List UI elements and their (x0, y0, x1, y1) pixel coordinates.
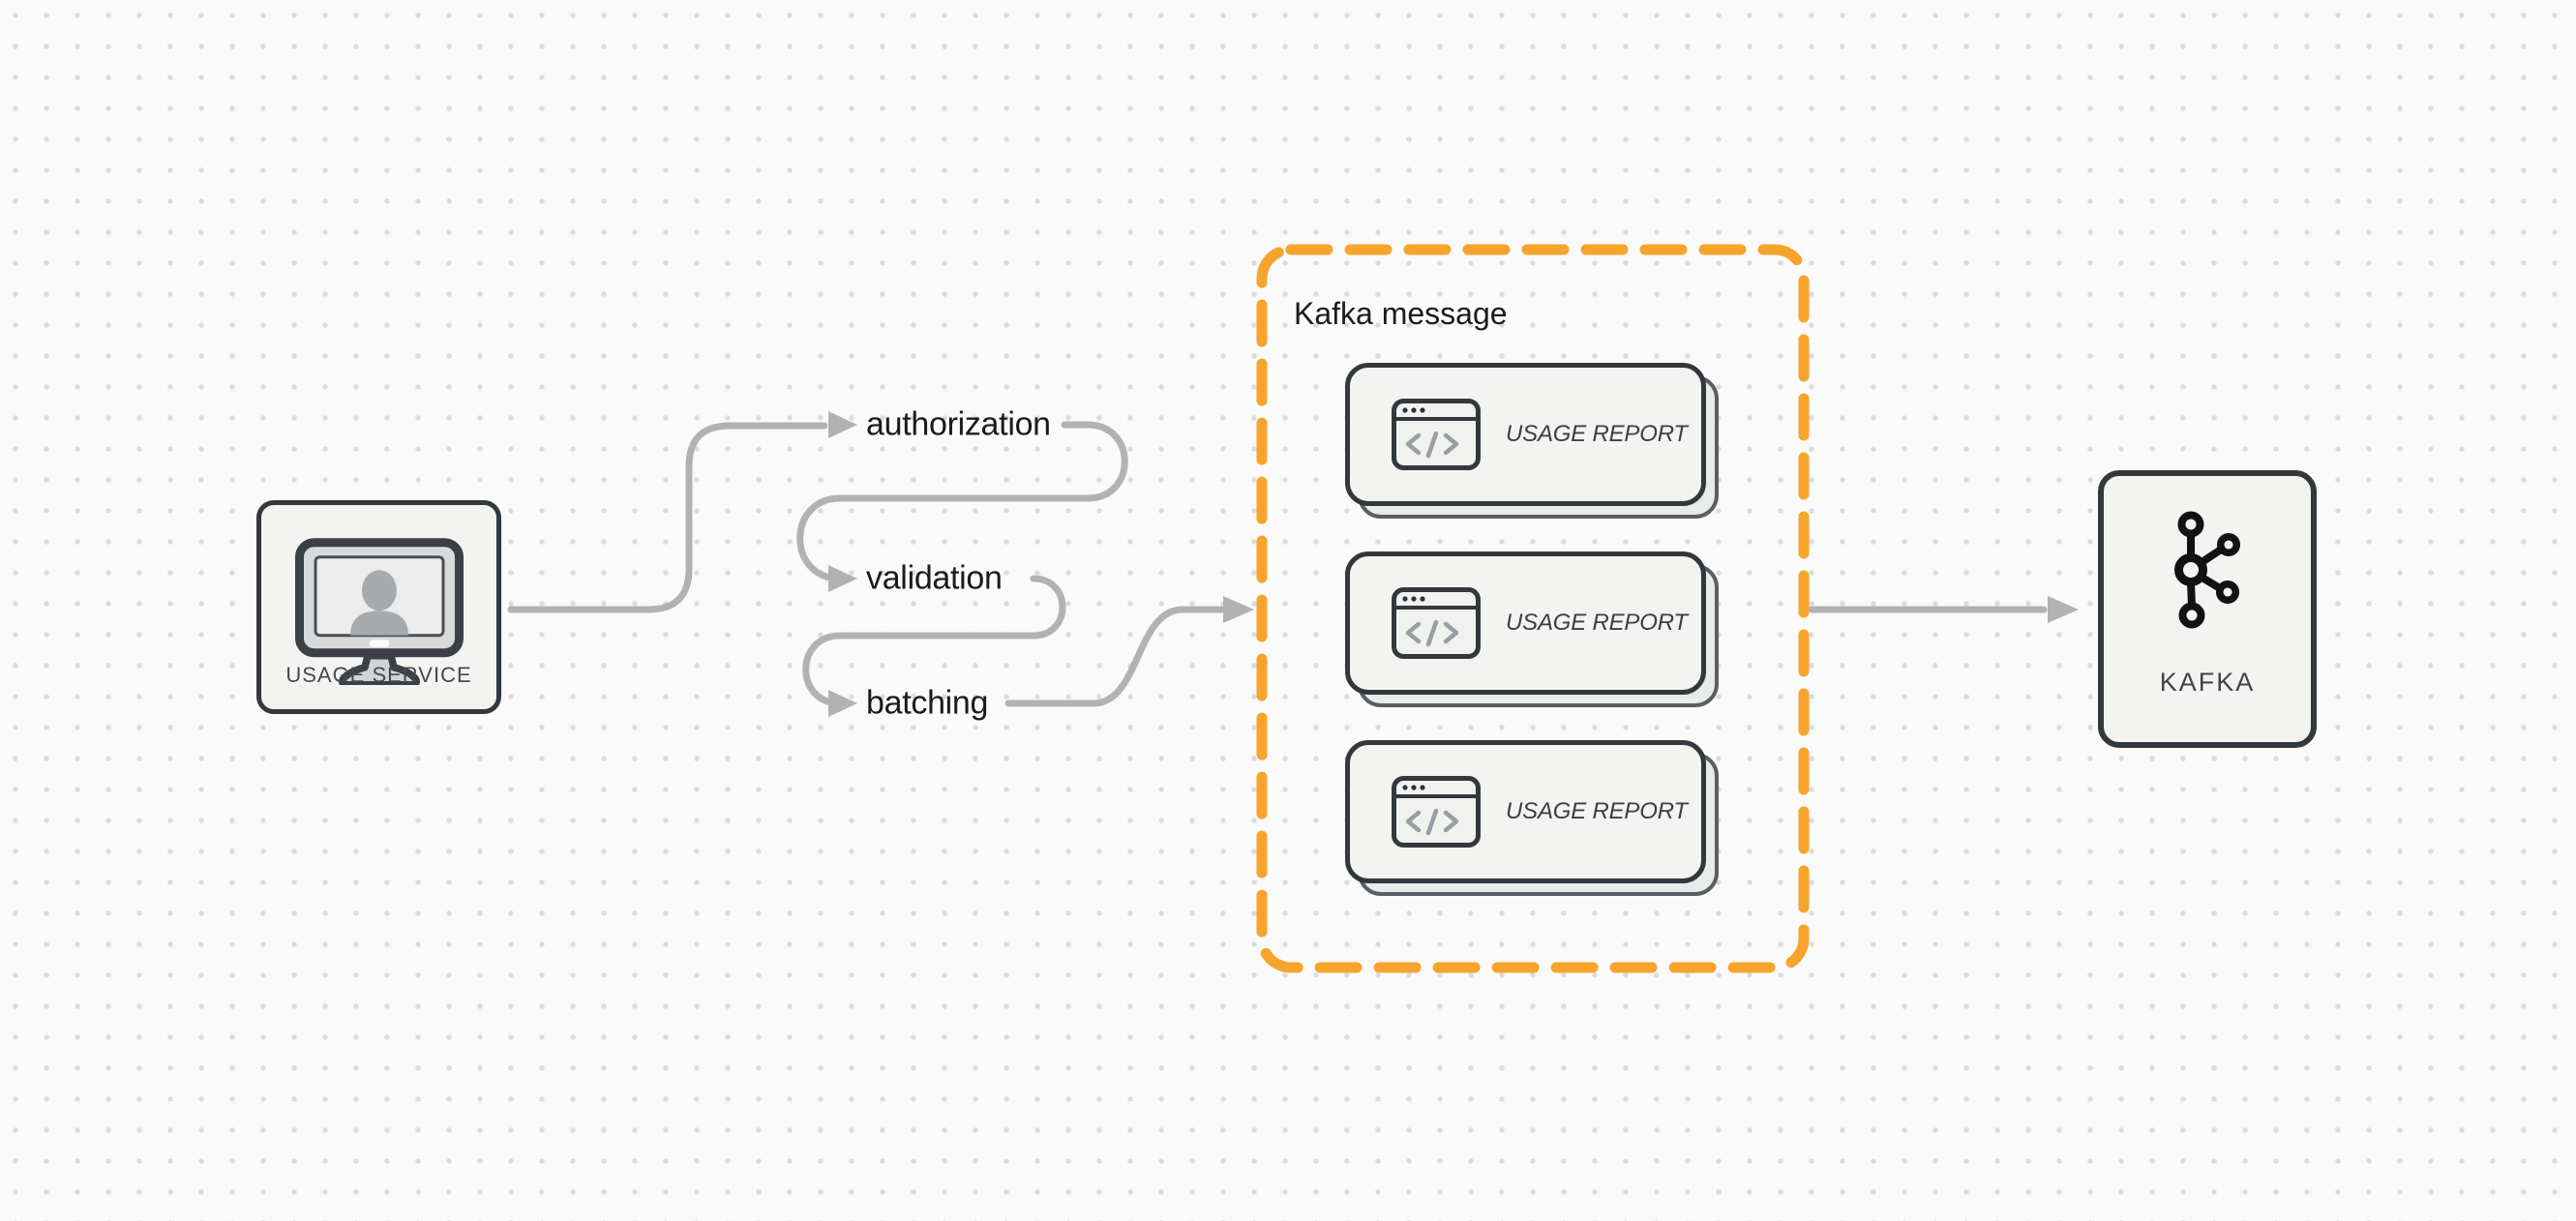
usage-report-card: USAGE REPORT (1345, 363, 1719, 519)
usage-report-card: USAGE REPORT (1345, 551, 1719, 707)
usage-report-label: USAGE REPORT (1506, 421, 1688, 447)
connector-validation-to-batching (802, 575, 1066, 707)
user-monitor-icon (295, 538, 464, 685)
connector-batching-to-group (1004, 606, 1225, 707)
usage-service-label: USAGE SERVICE (285, 663, 472, 687)
step-batching: batching (866, 684, 989, 722)
code-window-icon (1392, 587, 1481, 659)
arrowhead-authorization (828, 411, 857, 438)
step-authorization: authorization (866, 405, 1051, 443)
arrowhead-into-group (1223, 596, 1254, 623)
arrowhead-into-kafka (2048, 596, 2079, 623)
kafka-message-group-border (1256, 244, 1810, 973)
connector-service-to-authorization (507, 422, 828, 613)
kafka-logo-icon (2174, 511, 2241, 629)
arrowhead-validation (828, 565, 857, 592)
kafka-label: KAFKA (2159, 668, 2256, 697)
usage-report-card: USAGE REPORT (1345, 740, 1719, 896)
usage-service-node: USAGE SERVICE (256, 500, 501, 714)
usage-report-label: USAGE REPORT (1506, 610, 1688, 636)
kafka-node: KAFKA (2098, 470, 2317, 748)
step-validation: validation (866, 559, 1003, 597)
usage-report-label: USAGE REPORT (1506, 798, 1688, 824)
code-window-icon (1392, 399, 1481, 470)
kafka-message-group-title: Kafka message (1294, 296, 1508, 331)
arrowhead-batching (828, 690, 857, 717)
connector-authorization-to-validation (796, 421, 1128, 582)
code-window-icon (1392, 776, 1481, 848)
